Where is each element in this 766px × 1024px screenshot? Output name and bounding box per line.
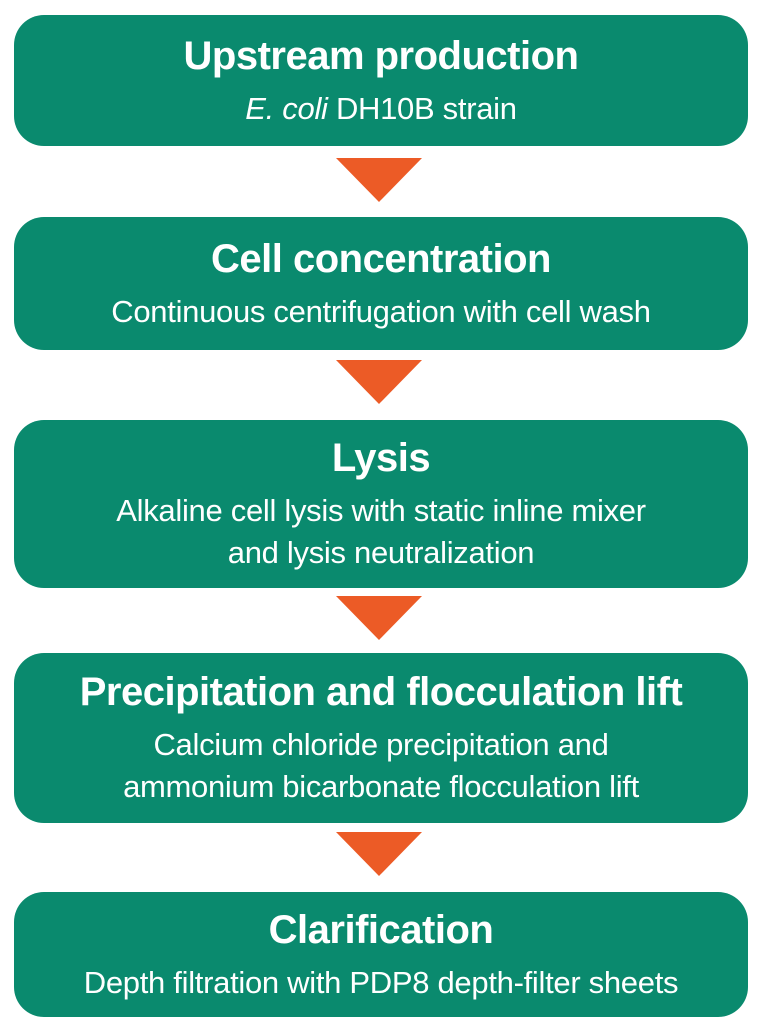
step-title: Upstream production	[183, 33, 579, 78]
step-box-cell-concentration: Cell concentration Continuous centrifuga…	[14, 217, 748, 350]
step-title: Precipitation and flocculation lift	[79, 670, 683, 714]
step-box-precipitation-flocculation-lift: Precipitation and flocculation lift Calc…	[14, 653, 748, 823]
step-title: Clarification	[268, 907, 494, 952]
subtitle-text: and lysis neutralization	[227, 535, 535, 570]
step-box-lysis: Lysis Alkaline cell lysis with static in…	[14, 420, 748, 588]
subtitle-text: Alkaline cell lysis with static inline m…	[116, 493, 646, 528]
subtitle-text: ammonium bicarbonate flocculation lift	[123, 769, 639, 804]
step-title: Lysis	[331, 436, 431, 480]
down-arrow-icon	[336, 832, 422, 876]
step-box-clarification: Clarification Depth filtration with PDP8…	[14, 892, 748, 1017]
subtitle-text: Calcium chloride precipitation and	[153, 727, 609, 762]
subtitle-text: Continuous centrifugation with cell wash	[111, 293, 651, 329]
step-title: Cell concentration	[211, 236, 551, 281]
step-subtitle: Alkaline cell lysis with static inline m…	[116, 490, 646, 574]
subtitle-text: DH10B strain	[327, 90, 517, 126]
step-box-upstream-production: Upstream production E. coli DH10B strain	[14, 15, 748, 146]
down-arrow-icon	[336, 360, 422, 404]
organism-name-italic: E. coli	[245, 90, 328, 126]
step-subtitle: E. coli DH10B strain	[245, 88, 517, 130]
down-arrow-icon	[336, 158, 422, 202]
step-subtitle: Continuous centrifugation with cell wash	[111, 291, 651, 333]
down-arrow-icon	[336, 596, 422, 640]
step-subtitle: Calcium chloride precipitation and ammon…	[123, 724, 639, 808]
step-subtitle: Depth filtration with PDP8 depth-filter …	[83, 962, 679, 1004]
subtitle-text: Depth filtration with PDP8 depth-filter …	[83, 964, 679, 1000]
